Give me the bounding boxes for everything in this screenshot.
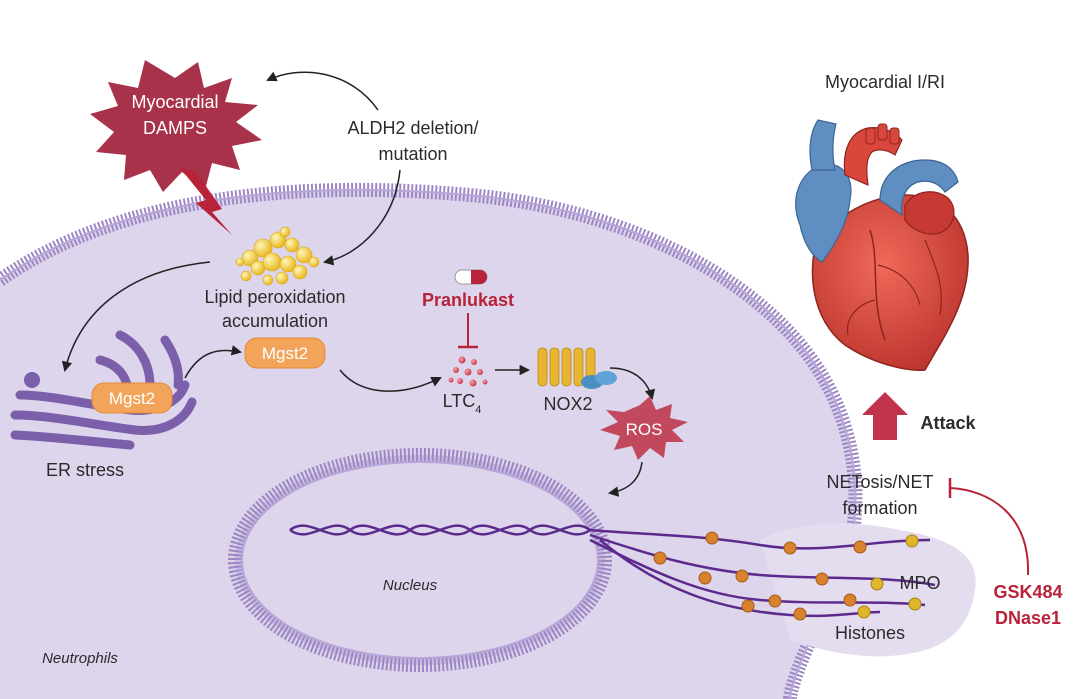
- lipid-droplets: [235, 226, 320, 286]
- mgst2-er-badge: [91, 382, 173, 414]
- arrow-nox2-to-ros: [609, 367, 656, 401]
- neutrophils-label: Neutrophils: [42, 650, 118, 667]
- aldh2-label-1: ALDH2 deletion/: [347, 118, 478, 138]
- ros-burst: [600, 396, 688, 460]
- net-blob: [760, 523, 976, 657]
- mgst2-badge: [244, 337, 326, 369]
- gsk-inhibit-line: [949, 487, 1030, 576]
- mgst2-label: Mgst2: [262, 344, 308, 363]
- arrow-mgst2-to-ltc4: [339, 369, 442, 392]
- damps-label-1: Myocardial: [131, 92, 218, 112]
- gsk484-label: GSK484: [993, 582, 1062, 602]
- pranlukast-label: Pranlukast: [422, 290, 514, 310]
- arrow-to-damps: [266, 71, 379, 111]
- nox2-complex: [537, 347, 617, 389]
- attack-arrow-icon: [862, 392, 908, 440]
- lipid-label-2: accumulation: [222, 311, 328, 331]
- dna-helix: [289, 524, 591, 536]
- er-vesicle: [24, 372, 40, 388]
- heart-icon: [795, 119, 969, 371]
- ltc4-molecules: [448, 356, 488, 387]
- attack-label: Attack: [920, 413, 976, 433]
- arrow-to-er: [61, 261, 211, 373]
- netosis-label-1: NETosis/NET: [826, 472, 933, 492]
- nucleus: [228, 448, 612, 672]
- aldh2-label-2: mutation: [378, 144, 447, 164]
- arrow-er-to-mgst2: [184, 345, 243, 379]
- nucleus-label: Nucleus: [383, 577, 438, 594]
- histones-label: Histones: [835, 623, 905, 643]
- net-strands: [589, 528, 936, 618]
- netosis-label-2: formation: [842, 498, 917, 518]
- lipid-label-1: Lipid peroxidation: [204, 287, 345, 307]
- damps-label-2: DAMPS: [143, 118, 207, 138]
- ros-label: ROS: [626, 420, 663, 439]
- dnase1-label: DNase1: [995, 608, 1061, 628]
- myocardial-iri-label: Myocardial I/RI: [825, 72, 945, 92]
- mgst2-er-label: Mgst2: [109, 389, 155, 408]
- arrow-to-lipid: [322, 169, 401, 266]
- er-stress-label: ER stress: [46, 460, 124, 480]
- histone-beads: [653, 531, 867, 621]
- nox2-label: NOX2: [543, 394, 592, 414]
- ltc4-label: LTC4: [443, 391, 482, 416]
- mpo-beads: [857, 534, 922, 619]
- arrow-ros-to-nucleus: [607, 461, 643, 497]
- damps-burst: [90, 60, 262, 192]
- mpo-label: MPO: [899, 573, 940, 593]
- lightning-icon: [180, 168, 232, 235]
- pill-icon: [454, 269, 488, 285]
